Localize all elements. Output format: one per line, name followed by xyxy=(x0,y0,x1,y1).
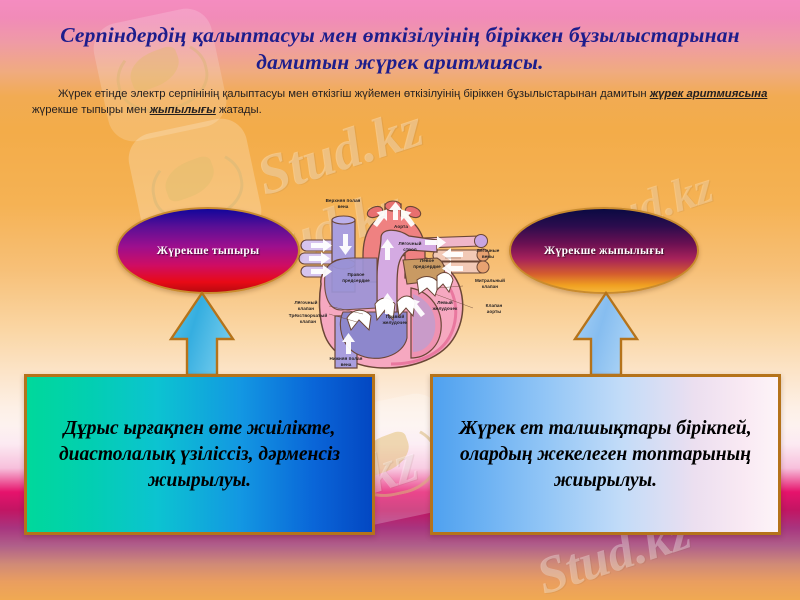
heart-diagram-svg xyxy=(298,200,490,369)
heart-label-aortic-valve: Клапан аорты xyxy=(485,303,503,314)
heart-label-superior-vena-cava: Верхняя полая вена xyxy=(325,198,361,209)
oval-atrial-flutter[interactable]: Жүрекше тыпыры xyxy=(116,207,300,294)
heart-label-pulmonary-veins: Лёгочные вены xyxy=(476,248,500,259)
slide-title: Серпіндердің қалыптасуы мен өткізілуінің… xyxy=(60,23,740,74)
body-part-3: жатады. xyxy=(215,104,262,116)
up-arrow-icon-right xyxy=(571,290,641,377)
heart-label-left-ventricle: Левый желудочек xyxy=(432,300,458,311)
body-part-1: Жүрек етінде электр серпінінің қалыптасу… xyxy=(58,88,650,100)
definition-box-right[interactable]: Жүрек ет талшықтары бірікпей, олардың же… xyxy=(430,374,781,535)
definition-text-left: Дұрыс ырғақпен өте жиілікте, диастолалық… xyxy=(58,417,341,491)
heart-label-mitral-valve: Митральный клапан xyxy=(474,278,506,289)
oval-label-atrial-flutter: Жүрекше тыпыры xyxy=(156,244,260,257)
heart-label-pulmonary-valve: Лёгочный клапан xyxy=(294,300,318,311)
body-emphasis-2: жыпылығы xyxy=(149,104,216,116)
oval-atrial-fibrillation[interactable]: Жүрекше жыпылығы xyxy=(509,207,699,294)
up-arrow-icon-left xyxy=(167,290,237,377)
heart-label-pulmonary-trunk: Лёгочный ствол xyxy=(398,241,422,252)
heart-label-right-ventricle: Правый желудочек xyxy=(382,314,408,325)
heart-label-left-atrium: Левое предсердие xyxy=(413,258,441,269)
body-part-2: жүрекше тыпыры мен xyxy=(32,104,150,116)
body-emphasis-1: жүрек аритмиясына xyxy=(649,88,768,100)
oval-label-atrial-fibrillation: Жүрекше жыпылығы xyxy=(543,244,665,257)
body-paragraph: Жүрек етінде электр серпінінің қалыптасу… xyxy=(32,86,772,118)
definition-box-left[interactable]: Дұрыс ырғақпен өте жиілікте, диастолалық… xyxy=(24,374,375,535)
heart-label-right-atrium: Правое предсердие xyxy=(342,272,370,283)
heart-label-tricuspid-valve: Трёхстворчатый клапан xyxy=(288,313,328,324)
definition-text-right: Жүрек ет талшықтары бірікпей, олардың же… xyxy=(459,417,752,491)
heart-label-aorta: Аорта xyxy=(394,224,408,229)
heart-label-inferior-vena-cava: Нижняя полая вена xyxy=(329,356,363,367)
